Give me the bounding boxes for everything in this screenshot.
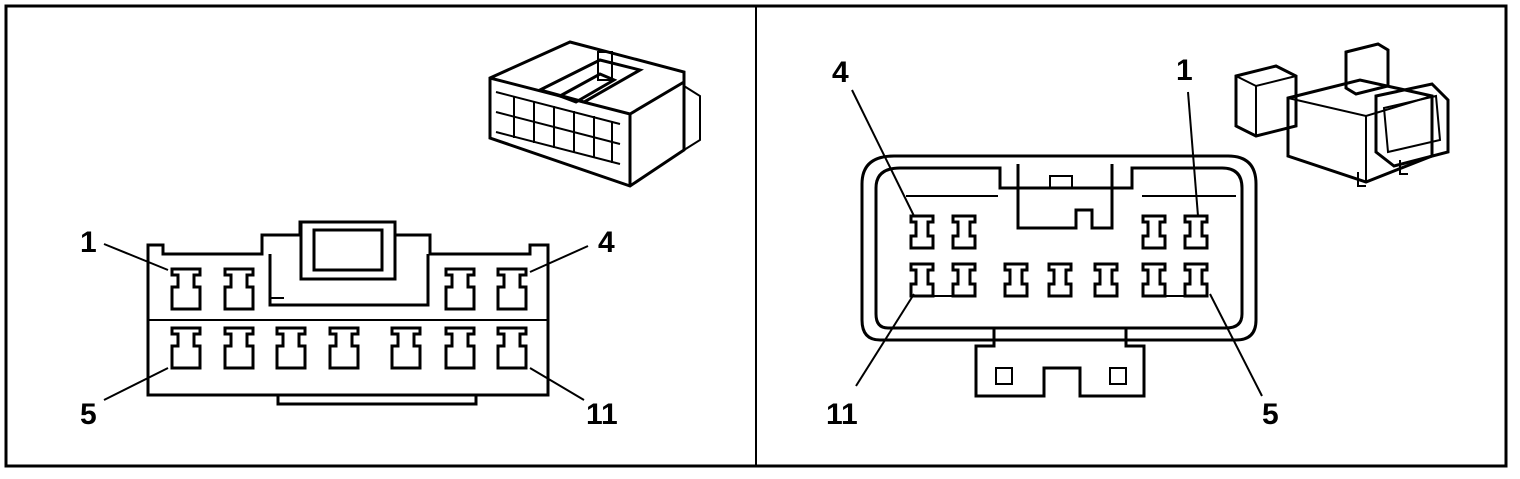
left-pin-label-1: 1 (80, 226, 97, 259)
left-pin-label-4: 4 (598, 226, 615, 259)
left-connector-illustration (488, 40, 701, 188)
right-connector-illustration (1234, 42, 1450, 187)
left-pin-label-11: 11 (586, 398, 618, 431)
left-pin-label-5: 5 (80, 398, 97, 431)
right-pin-label-1: 1 (1176, 54, 1193, 87)
left-leaders (103, 243, 589, 401)
right-pin-label-5: 5 (1262, 398, 1279, 431)
right-pin-label-4: 4 (832, 56, 849, 89)
right-leaders (851, 89, 1263, 397)
left-connector-face (146, 220, 550, 406)
right-pin-label-11: 11 (826, 398, 858, 431)
right-connector-face (860, 154, 1258, 398)
